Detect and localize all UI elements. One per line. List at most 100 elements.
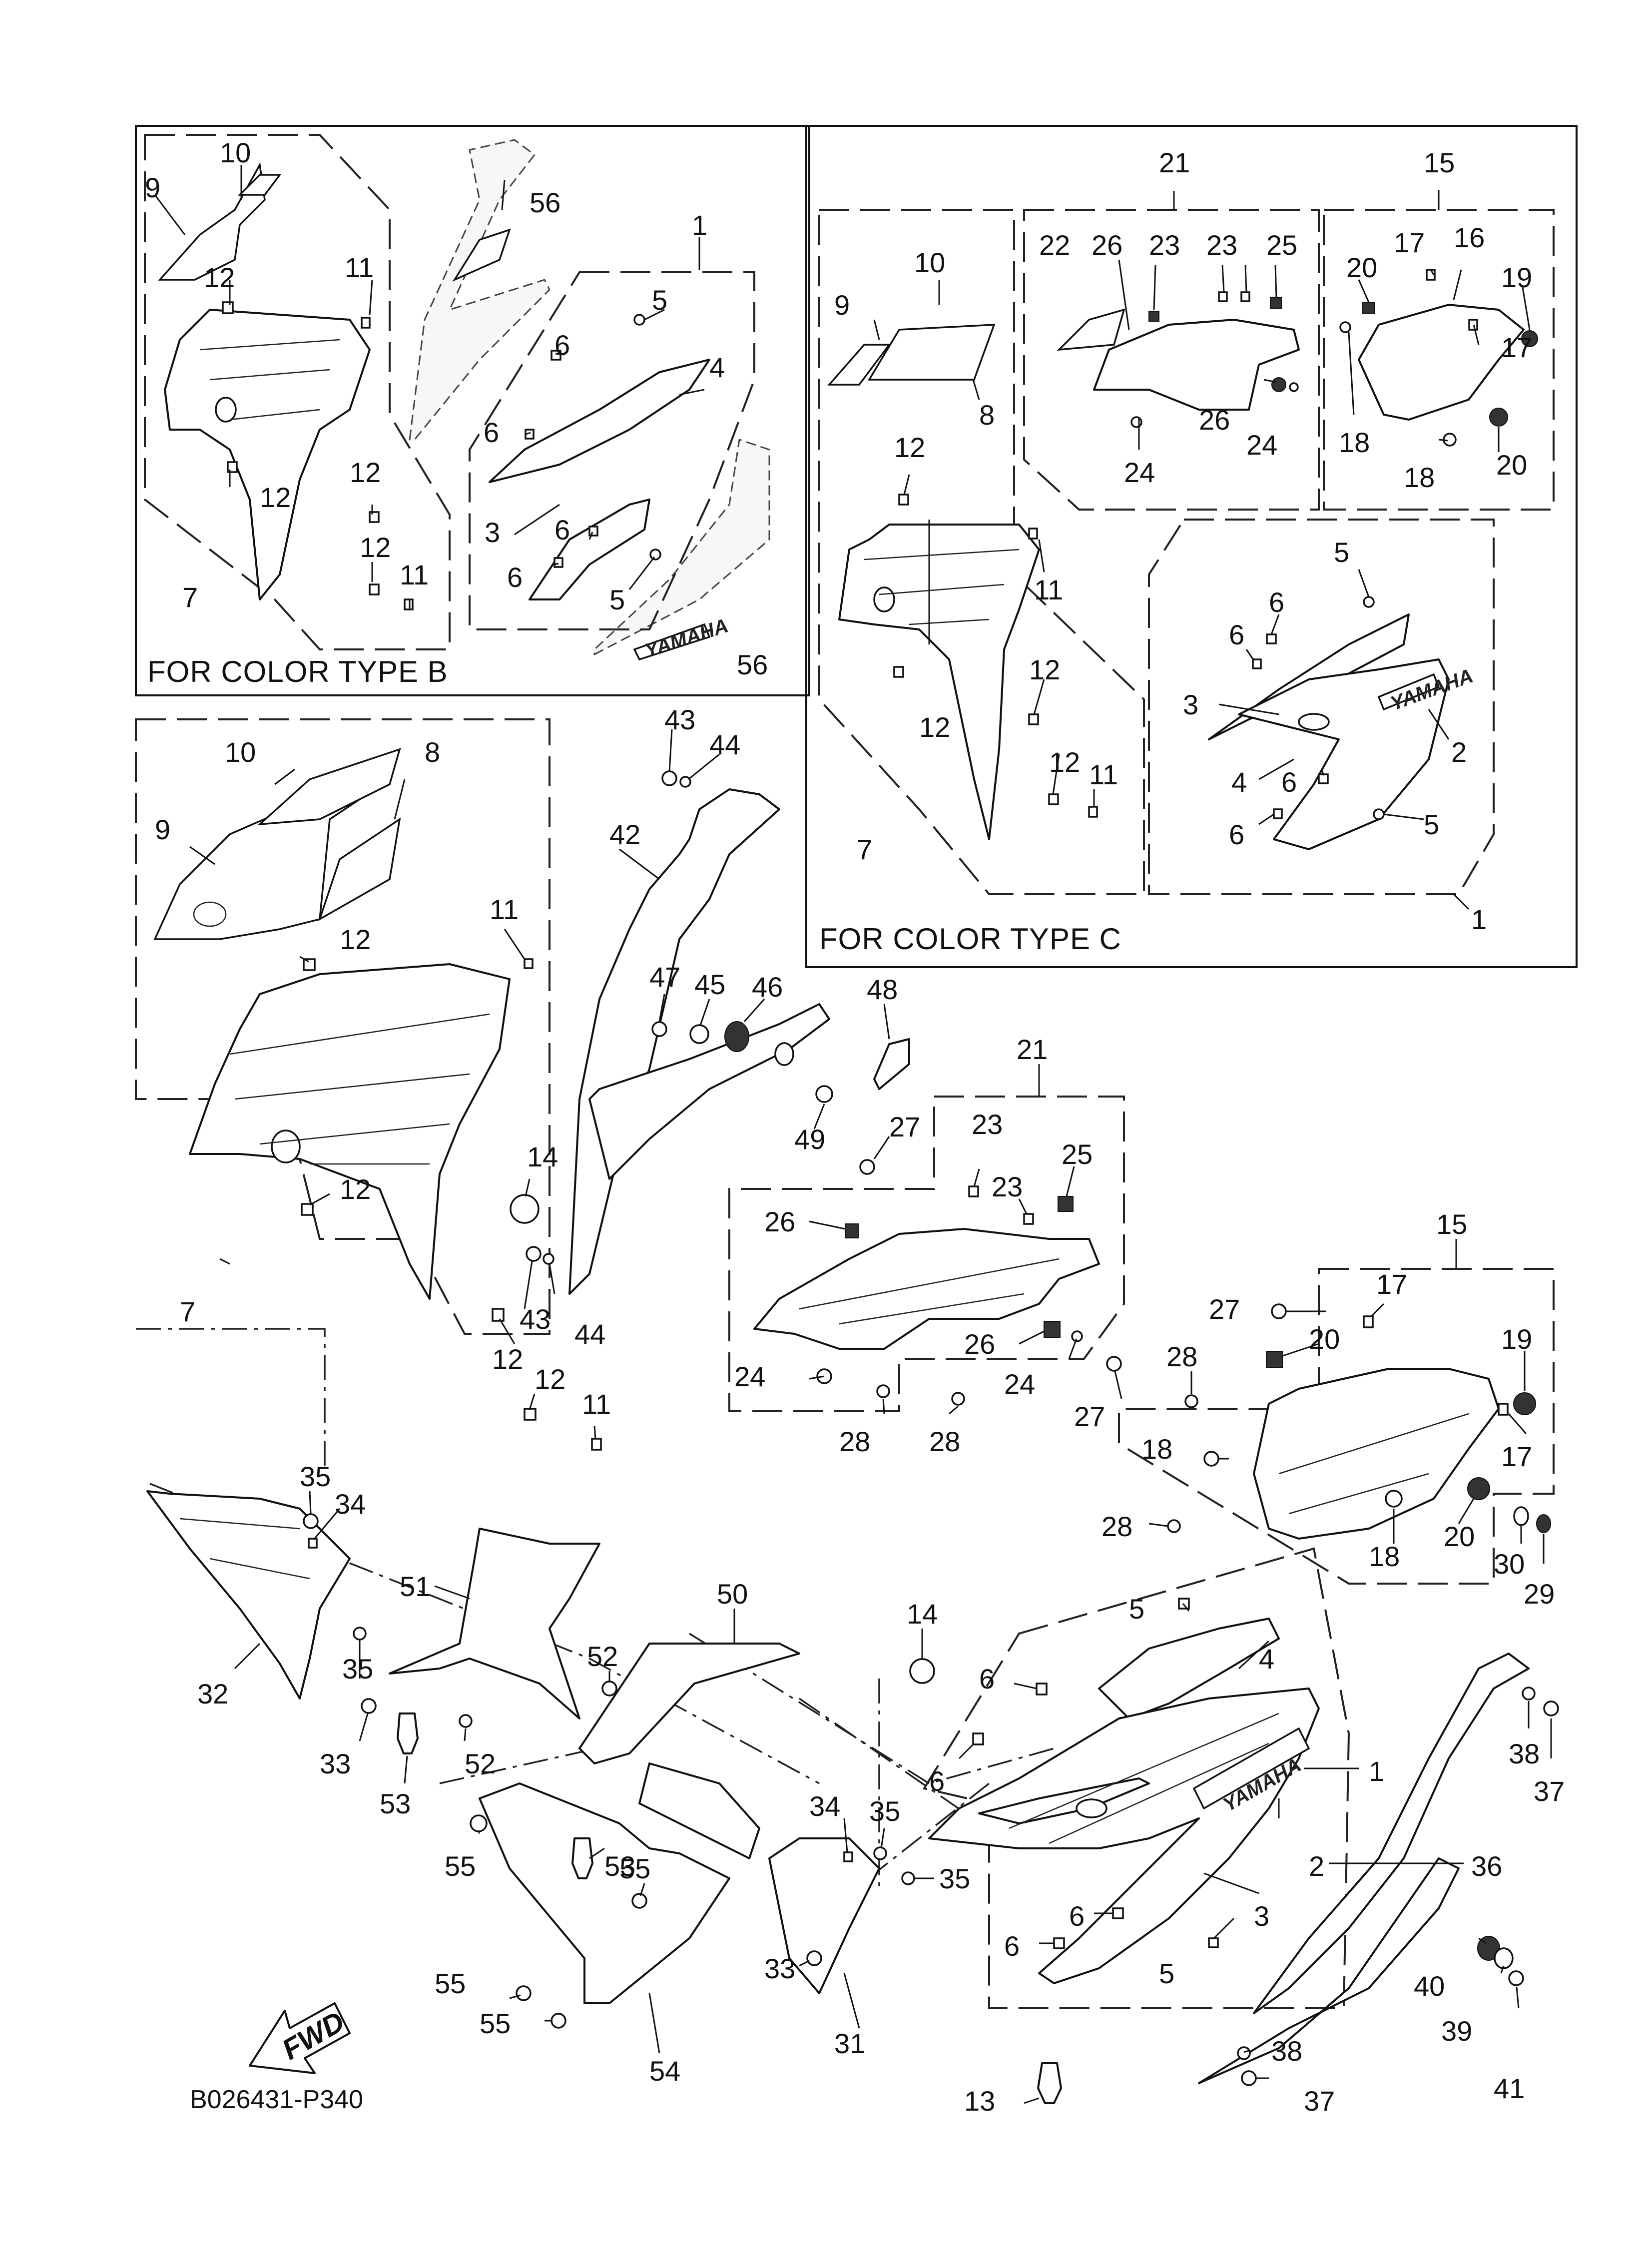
- m-cowling-contours: [229, 1013, 490, 1165]
- tb-nut-12a: [222, 301, 234, 314]
- b-label-35a: 35: [300, 1461, 331, 1492]
- b-label-5b: 5: [1159, 1958, 1174, 1989]
- m-label-9: 9: [155, 814, 170, 845]
- m-cowling-grommet: [271, 1130, 301, 1163]
- tc-collar-18b: [1443, 433, 1457, 447]
- b-label-33a: 33: [320, 1748, 351, 1779]
- tc-label-26b: 26: [1199, 404, 1230, 436]
- tc-screw-5a: [1363, 596, 1375, 608]
- m-grommet-46: [724, 1021, 749, 1052]
- m-washer-44a: [679, 776, 691, 788]
- m-label-24b: 24: [1004, 1368, 1035, 1400]
- m-label-12d: 12: [535, 1363, 565, 1395]
- b-label-5a: 5: [1129, 1593, 1144, 1625]
- tc-label-18a: 18: [1339, 427, 1370, 458]
- m-label-11a: 11: [490, 894, 519, 925]
- tc-label-6d: 6: [1229, 819, 1244, 850]
- tc-label-16: 16: [1454, 222, 1485, 253]
- tc-label-10: 10: [914, 247, 945, 278]
- m-label-30: 30: [1494, 1548, 1525, 1580]
- m-label-14a: 14: [527, 1141, 558, 1172]
- tb-label-6a: 6: [554, 329, 570, 361]
- tb-label-9: 9: [145, 172, 160, 203]
- tc-label-6c: 6: [1281, 766, 1297, 798]
- tc-decal-22: [1057, 308, 1125, 351]
- b-bush-35d: [901, 1871, 915, 1885]
- tc-label-20b: 20: [1496, 449, 1527, 481]
- b-bush-35b: [353, 1627, 367, 1641]
- tb-cowling-grommet: [215, 397, 237, 423]
- m-label-28b: 28: [929, 1426, 960, 1457]
- b-label-32: 32: [197, 1678, 228, 1709]
- tc-group-1-dashed: [1148, 519, 1495, 895]
- tb-upper-shroud-4: [489, 359, 710, 483]
- tb-clip-6d: [553, 557, 563, 568]
- b-clip-6b: [972, 1732, 984, 1745]
- m-label-23b: 23: [992, 1171, 1023, 1202]
- m-collar-18a: [1203, 1451, 1219, 1467]
- b-label-50: 50: [717, 1578, 748, 1610]
- b-screw-5a: [1178, 1598, 1190, 1610]
- color-type-b-group: YAMAHA 10 9 12 11 12 12 12 11 7 56 1 5 6…: [144, 134, 770, 688]
- tb-label-5b: 5: [609, 584, 625, 615]
- m-label-28c: 28: [1166, 1341, 1197, 1372]
- m-grommet-46b: [774, 1042, 794, 1066]
- m-leaders: [189, 729, 890, 1439]
- b-side-cover-2: [928, 1688, 1320, 1984]
- tc-label-4: 4: [1231, 766, 1247, 798]
- b-label-35b: 35: [342, 1653, 373, 1685]
- m-label-12b: 12: [340, 1173, 371, 1205]
- b-label-14: 14: [907, 1598, 938, 1630]
- m-label-29: 29: [1524, 1578, 1555, 1610]
- tc-grommet-19: [1521, 330, 1538, 347]
- b-cover-hole: [1076, 1798, 1107, 1818]
- tc-nut-12d: [1048, 793, 1059, 805]
- tc-caption: FOR COLOR TYPE C: [819, 922, 1121, 956]
- tb-inner-panel-56: [409, 139, 551, 441]
- tc-nut-12b: [893, 666, 904, 678]
- tb-group-1-dashed: [469, 271, 755, 630]
- b-bush-35a: [303, 1513, 319, 1529]
- tc-label-15: 15: [1424, 147, 1455, 178]
- m-label-44a: 44: [709, 729, 740, 760]
- tb-label-1: 1: [692, 209, 707, 241]
- m-side-cowling-7: [189, 963, 511, 1300]
- tc-side-cowling-7: [838, 524, 1040, 840]
- m-label-43a: 43: [664, 704, 695, 735]
- m-duct-21: [753, 1228, 1100, 1350]
- b-lower-cowling-32: [146, 1490, 351, 1699]
- b-bracket-51: [389, 1528, 600, 1719]
- tc-group-21-dashed: [1023, 209, 1320, 511]
- tc-clip-6d: [1273, 808, 1283, 819]
- b-assembly-lines: [136, 1328, 1055, 1894]
- b-label-2: 2: [1309, 1850, 1324, 1882]
- m-bracket-48: [873, 1038, 910, 1090]
- tb-label-56b: 56: [737, 649, 768, 680]
- b-grommet-14: [909, 1658, 935, 1684]
- m-collar-26b: [1044, 1321, 1061, 1338]
- tc-clip-17b: [1468, 319, 1478, 331]
- m-label-18b: 18: [1369, 1541, 1400, 1572]
- m-washer-24b: [1071, 1330, 1083, 1342]
- b-side-strip-36-lower: [1198, 1857, 1460, 2084]
- tc-clip-23b: [1240, 291, 1250, 302]
- b-label-6c: 6: [1069, 1900, 1085, 1932]
- tc-label-19: 19: [1501, 262, 1532, 293]
- tc-cowling-dashed-group: [818, 209, 1145, 895]
- tb-lower-shroud-3: [529, 499, 650, 600]
- tc-label-5a: 5: [1334, 537, 1349, 568]
- tb-nut-12c: [369, 511, 380, 523]
- tb-label-11b: 11: [400, 559, 429, 590]
- tc-label-18b: 18: [1404, 462, 1435, 493]
- tb-caption: FOR COLOR TYPE B: [147, 655, 448, 688]
- tb-label-7: 7: [182, 581, 198, 613]
- m-bolt-47: [651, 1021, 667, 1037]
- tc-label-17a: 17: [1394, 227, 1425, 258]
- m-clip-17a: [1363, 1315, 1374, 1328]
- m-bolt-49: [815, 1085, 833, 1103]
- tc-label-5b: 5: [1424, 809, 1439, 840]
- b-washer-38a: [1522, 1687, 1536, 1700]
- m-label-26b: 26: [964, 1328, 995, 1360]
- tc-washer-24b: [1289, 382, 1299, 392]
